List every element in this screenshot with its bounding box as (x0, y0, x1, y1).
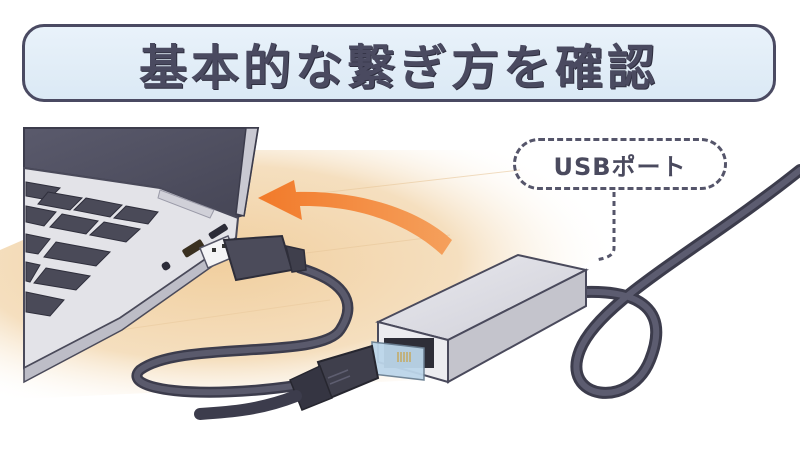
lan-cable (194, 390, 302, 420)
adapter-usb-cable (570, 164, 800, 399)
laptop-side-port (208, 223, 228, 239)
connection-illustration (0, 127, 800, 420)
callout-label: USBポート (553, 152, 687, 181)
usb-port (182, 239, 205, 258)
usb-c-port (161, 261, 171, 271)
usb-cable (131, 262, 354, 398)
title-banner: 基本的な繋ぎ方を確認 (22, 24, 776, 102)
insert-direction-arrow-icon (258, 180, 452, 255)
usb-a-plug (199, 234, 307, 282)
usb-port-callout: USBポート (513, 138, 727, 190)
callout-leader-line (595, 192, 616, 262)
page-title: 基本的な繋ぎ方を確認 (138, 40, 659, 96)
